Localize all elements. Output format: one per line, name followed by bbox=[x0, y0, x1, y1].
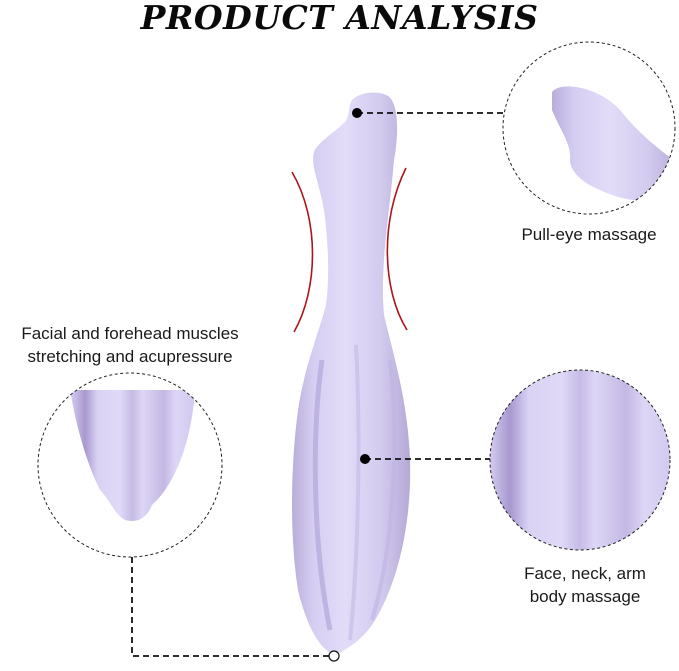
callout-label-body: Face, neck, arm body massage bbox=[490, 562, 679, 608]
page-title: PRODUCT ANALYSIS bbox=[140, 0, 539, 37]
callout-label-facial-line2: stretching and acupressure bbox=[27, 347, 233, 366]
callout-facial bbox=[37, 372, 340, 662]
callout-label-facial: Facial and forehead muscles stretching a… bbox=[0, 322, 260, 368]
marker-dot bbox=[352, 108, 362, 118]
callout-label-pull-eye: Pull-eye massage bbox=[521, 225, 657, 244]
callout-label-body-line1: Face, neck, arm bbox=[524, 564, 646, 583]
callout-pull-eye bbox=[352, 41, 676, 215]
red-curve-right bbox=[386, 167, 408, 331]
marker-dot-hollow bbox=[328, 650, 340, 662]
marker-dot bbox=[360, 454, 370, 464]
callout-body bbox=[360, 369, 671, 551]
red-curve-left bbox=[291, 171, 314, 333]
callout-label-facial-line1: Facial and forehead muscles bbox=[21, 324, 239, 343]
callout-label-body-line2: body massage bbox=[529, 587, 641, 606]
massager-wand bbox=[292, 92, 411, 655]
